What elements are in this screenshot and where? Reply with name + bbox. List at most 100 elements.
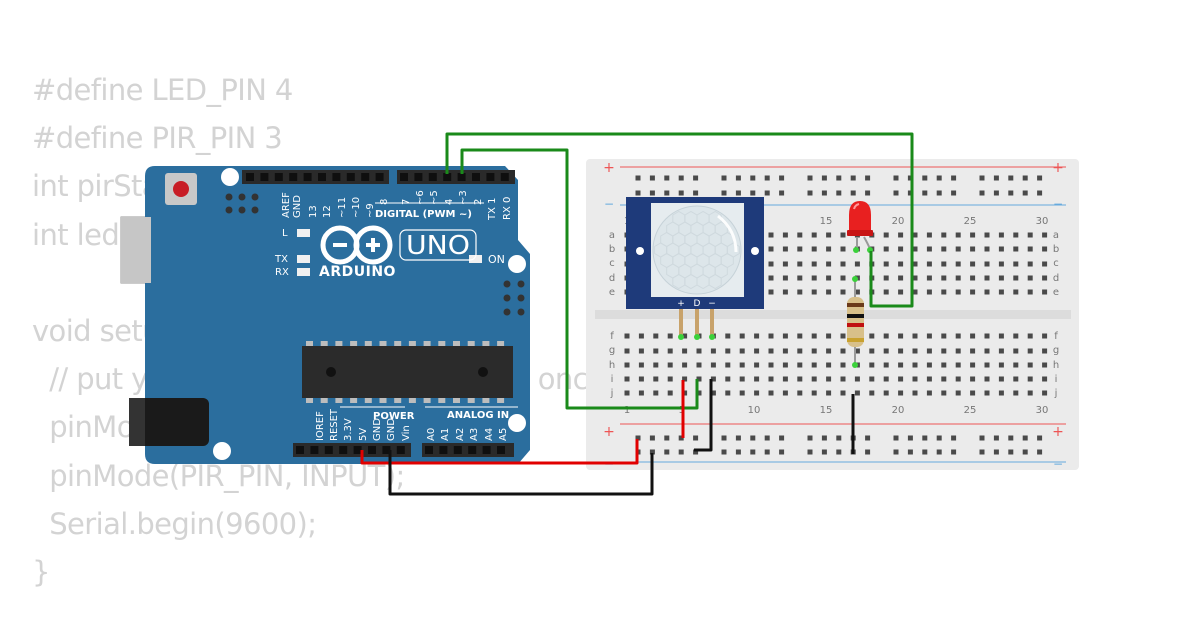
breadboard-hole — [993, 435, 999, 441]
breadboard-hole — [811, 390, 817, 396]
model-label: UNO — [406, 231, 470, 261]
icsp-pin — [251, 193, 259, 201]
pin-label: RX 0 — [502, 197, 513, 220]
pin-label: 7 — [401, 199, 412, 205]
breadboard-hole — [750, 190, 756, 196]
breadboard-hole — [984, 232, 990, 238]
icsp-pin — [225, 206, 233, 214]
icsp-pin — [517, 280, 525, 288]
pin-label: 12 — [322, 205, 333, 218]
wire-gnd[interactable] — [388, 450, 654, 496]
breadboard-hole — [821, 449, 827, 455]
breadboard-hole — [678, 175, 684, 181]
breadboard-hole — [883, 232, 889, 238]
breadboard-hole — [797, 246, 803, 252]
pir-pin-data — [695, 309, 699, 337]
breadboard-hole — [984, 289, 990, 295]
pir-dome-highlight — [717, 214, 738, 253]
icsp-pin — [225, 193, 233, 201]
header-socket — [472, 173, 480, 181]
breadboard-hole — [970, 333, 976, 339]
breadboard-hole — [1027, 376, 1033, 382]
header-socket — [457, 173, 466, 181]
breadboard-hole — [970, 261, 976, 267]
breadboard-hole — [922, 190, 928, 196]
icsp-pin — [238, 193, 246, 201]
breadboard-hole — [754, 362, 760, 368]
wire-5v[interactable] — [360, 439, 639, 465]
chip-pin — [423, 341, 431, 346]
wire-pir-data-pin3[interactable] — [460, 148, 699, 410]
breadboard-hole — [951, 190, 957, 196]
power-jack — [129, 398, 209, 446]
breadboard-hole — [865, 190, 871, 196]
header-socket — [303, 173, 312, 181]
wire-pir-gnd-rail[interactable] — [694, 379, 713, 452]
breadboard-hole — [926, 348, 932, 354]
breadboard-hole — [854, 376, 860, 382]
logo-plus-v — [371, 238, 375, 252]
breadboard-hole — [811, 289, 817, 295]
column-number: 10 — [748, 405, 761, 416]
header-socket — [428, 173, 437, 181]
chip-pin — [497, 398, 505, 403]
breadboard-hole — [750, 435, 756, 441]
chip-pin — [408, 341, 416, 346]
wire-led-pin4[interactable] — [445, 132, 914, 308]
top-pin-labels: AREF GND 13 12 ~11 ~10 ~9 8 7 ~6 ~5 4 ~3… — [281, 190, 513, 221]
pin-connection-dot — [694, 334, 700, 340]
logo-ring-right — [353, 225, 393, 265]
breadboard-hole — [922, 435, 928, 441]
resistor[interactable] — [847, 276, 864, 368]
pin-label: ~3 — [458, 190, 469, 205]
breadboard-hole — [624, 333, 630, 339]
breadboard-hole — [936, 175, 942, 181]
breadboard-hole — [721, 449, 727, 455]
arduino-uno-board[interactable]: AREF GND 13 12 ~11 ~10 ~9 8 7 ~6 ~5 4 ~3… — [120, 166, 530, 464]
breadboard-hole — [883, 362, 889, 368]
breadboard-hole — [696, 348, 702, 354]
pin-label: 8 — [379, 199, 390, 205]
breadboard-hole — [865, 449, 871, 455]
breadboard-hole — [739, 348, 745, 354]
breadboard-hole — [854, 390, 860, 396]
mounting-hole — [221, 168, 239, 186]
breadboard-hole — [826, 289, 832, 295]
chip-pin — [394, 341, 402, 346]
row-letter: e — [609, 287, 615, 298]
breadboard-hole — [1042, 261, 1048, 267]
breadboard-hole — [984, 348, 990, 354]
pir-sensor[interactable]: + D − — [626, 197, 764, 340]
breadboard-hole — [869, 362, 875, 368]
chip-pin — [335, 341, 343, 346]
pir-pin-gnd — [710, 309, 714, 337]
breadboard-hole — [898, 390, 904, 396]
breadboard-hole — [1042, 232, 1048, 238]
breadboard-hole — [955, 348, 961, 354]
breadboard-hole — [912, 232, 918, 238]
column-number: 15 — [820, 216, 833, 227]
breadboard-hole — [797, 275, 803, 281]
breadboard-hole — [682, 390, 688, 396]
breadboard-hole — [635, 435, 641, 441]
breadboard-hole — [696, 362, 702, 368]
header-socket — [324, 446, 333, 454]
red-led[interactable] — [847, 201, 873, 253]
breadboard-hole — [1042, 333, 1048, 339]
breadboard-hole — [710, 390, 716, 396]
breadboard-hole — [1042, 289, 1048, 295]
breadboard-hole — [850, 190, 856, 196]
uno-badge — [399, 229, 477, 261]
breadboard-hole — [912, 390, 918, 396]
breadboard-hole — [1027, 362, 1033, 368]
header-power — [293, 443, 411, 457]
chip-pin — [438, 398, 446, 403]
chip-dot — [326, 367, 336, 377]
breadboard-hole — [653, 390, 659, 396]
breadboard-hole — [1013, 376, 1019, 382]
header-socket — [453, 446, 462, 454]
chip-pin — [482, 398, 490, 403]
breadboard-hole — [725, 362, 731, 368]
logo-minus — [333, 243, 347, 247]
breadboard-hole — [754, 390, 760, 396]
